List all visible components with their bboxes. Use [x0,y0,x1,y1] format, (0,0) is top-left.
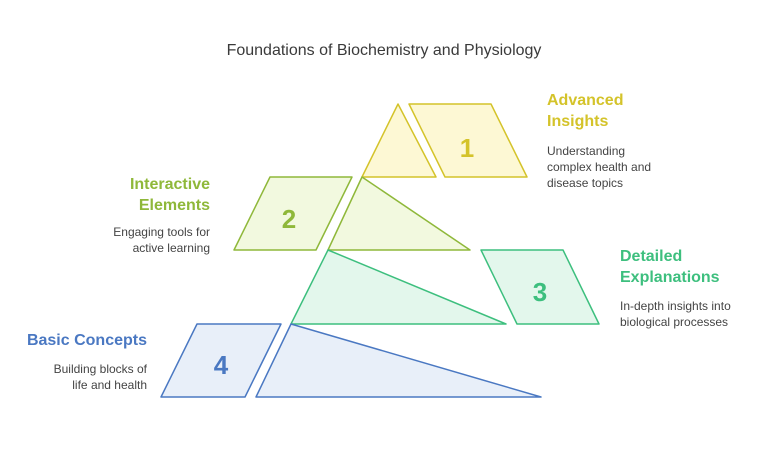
badge-level-1 [408,103,528,178]
badge-number-4: 4 [214,350,229,380]
pyramid-tier-3 [290,249,507,325]
level-2-heading: Interactive Elements [129,176,210,214]
badge-number-1: 1 [460,133,474,163]
level-4-description: Building blocks of life and health [53,362,147,392]
pyramid-tier-1 [361,103,437,178]
pyramid-tier-2 [327,176,471,251]
badge-number-2: 2 [282,204,296,234]
badge-level-3 [480,249,600,325]
badge-number-3: 3 [533,277,547,307]
badge-level-2 [233,176,353,251]
diagram-title: Foundations of Biochemistry and Physiolo… [226,42,542,59]
level-3-description: In-depth insights into biological proces… [620,299,731,329]
level-2-description: Engaging tools for active learning [113,225,210,255]
level-1-heading: Advanced Insights [547,92,624,130]
level-4-heading: Basic Concepts [26,332,147,349]
badge-level-4 [160,323,282,398]
pyramid-tier-4 [255,323,542,398]
level-3-heading: Detailed Explanations [620,248,720,286]
level-1-description: Understanding complex health and disease… [547,144,652,190]
